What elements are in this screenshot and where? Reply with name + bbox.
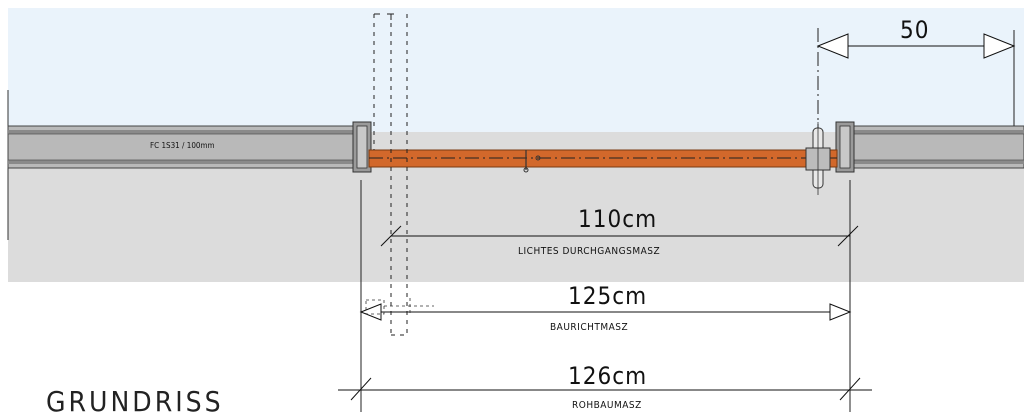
room-area-upper <box>8 8 1024 132</box>
dimension-125-value: 125cm <box>568 282 647 310</box>
dimension-126-value: 126cm <box>568 362 647 390</box>
swing-detail-marks <box>365 298 434 316</box>
door-handle <box>523 150 541 173</box>
wall-left <box>7 125 355 169</box>
wall-type-label: FC 1S31 / 100mm <box>150 141 215 150</box>
wall-right <box>847 125 1024 169</box>
door-bolt <box>805 122 831 195</box>
dimension-110-value: 110cm <box>578 205 657 233</box>
door-frame-right <box>835 121 855 173</box>
guide-top-marks <box>374 13 394 20</box>
door-frame-left <box>352 121 372 173</box>
dimension-50-value: 50 <box>900 16 929 44</box>
dimension-125-caption: BAURICHTMASZ <box>550 322 628 333</box>
dimension-125 <box>359 303 852 321</box>
dimension-110-caption: LICHTES DURCHGANGSMASZ <box>518 246 660 257</box>
swing-guides-left <box>373 14 408 336</box>
dimension-126-caption: ROHBAUMASZ <box>572 400 642 411</box>
extension-lines <box>360 180 851 412</box>
dimension-50 <box>816 33 1016 59</box>
dimension-110 <box>380 225 859 247</box>
dimension-126 <box>338 377 872 401</box>
drawing-title: GRUNDRISS <box>46 385 224 412</box>
